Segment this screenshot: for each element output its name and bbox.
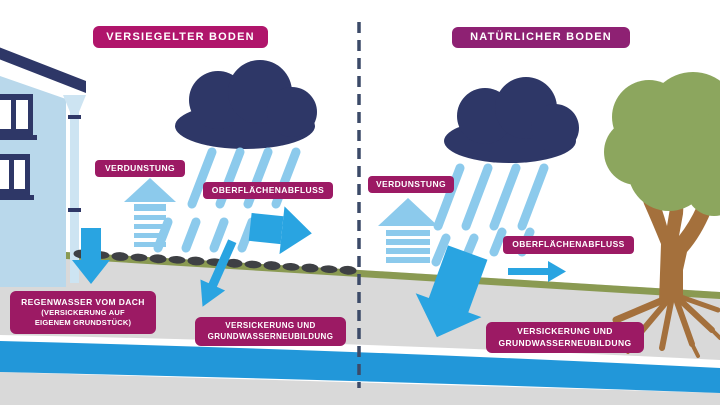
section-title-natural-soil-text: NATÜRLICHER BODEN xyxy=(470,31,612,44)
label-evaporation-right-text: VERDUNSTUNG xyxy=(375,178,447,189)
label-infiltration-left-line2: GRUNDWASSERNEUBILDUNG xyxy=(207,331,334,341)
downspout-pipe xyxy=(63,95,86,283)
label-surface-runoff-left: OBERFLÄCHENABFLUSS xyxy=(203,182,333,199)
tree-trunk xyxy=(640,188,711,302)
rain-right xyxy=(431,163,549,267)
house xyxy=(0,47,86,287)
infiltration-arrow-left xyxy=(200,239,237,307)
cloud-icon-right xyxy=(444,77,579,163)
label-roof-rainwater-line3: EIGENEM GRUNDSTÜCK) xyxy=(34,318,132,328)
house-roof xyxy=(0,47,86,93)
house-window-upper xyxy=(0,94,37,140)
label-infiltration-right: VERSICKERUNG UND GRUNDWASSERNEUBILDUNG xyxy=(486,322,644,353)
section-title-sealed-soil: VERSIEGELTER BODEN xyxy=(93,26,268,48)
section-title-sealed-soil-text: VERSIEGELTER BODEN xyxy=(106,30,255,43)
label-infiltration-right-line2: GRUNDWASSERNEUBILDUNG xyxy=(498,337,632,348)
label-surface-runoff-right: OBERFLÄCHENABFLUSS xyxy=(503,236,634,254)
label-roof-rainwater: REGENWASSER VOM DACH (VERSICKERUNG AUF E… xyxy=(10,291,156,334)
label-evaporation-left-text: VERDUNSTUNG xyxy=(104,162,176,173)
tree-roots xyxy=(604,294,720,358)
house-window-lower xyxy=(0,154,34,200)
roof-runoff-arrow xyxy=(72,228,110,284)
ground-below-water xyxy=(0,372,720,405)
evaporation-arrow-left xyxy=(124,178,176,247)
label-evaporation-right: VERDUNSTUNG xyxy=(368,176,454,193)
label-roof-rainwater-line2: (VERSICKERUNG AUF xyxy=(41,308,125,318)
surface-runoff-arrow-left xyxy=(248,206,312,255)
label-roof-rainwater-line1: REGENWASSER VOM DACH xyxy=(21,297,145,308)
infiltration-arrow-right xyxy=(415,245,488,338)
label-infiltration-left-line1: VERSICKERUNG UND xyxy=(225,321,316,331)
evaporation-arrow-right xyxy=(378,198,438,263)
surface-runoff-arrow-right xyxy=(508,261,566,282)
label-surface-runoff-right-text: OBERFLÄCHENABFLUSS xyxy=(512,239,625,250)
label-infiltration-left: VERSICKERUNG UND GRUNDWASSERNEUBILDUNG xyxy=(195,317,346,346)
section-title-natural-soil: NATÜRLICHER BODEN xyxy=(452,27,630,48)
label-infiltration-right-line1: VERSICKERUNG UND xyxy=(517,326,613,337)
cloud-icon-left xyxy=(175,60,317,149)
label-evaporation-left: VERDUNSTUNG xyxy=(95,160,185,177)
label-surface-runoff-left-text: OBERFLÄCHENABFLUSS xyxy=(211,184,325,195)
tree-canopy xyxy=(604,72,720,216)
